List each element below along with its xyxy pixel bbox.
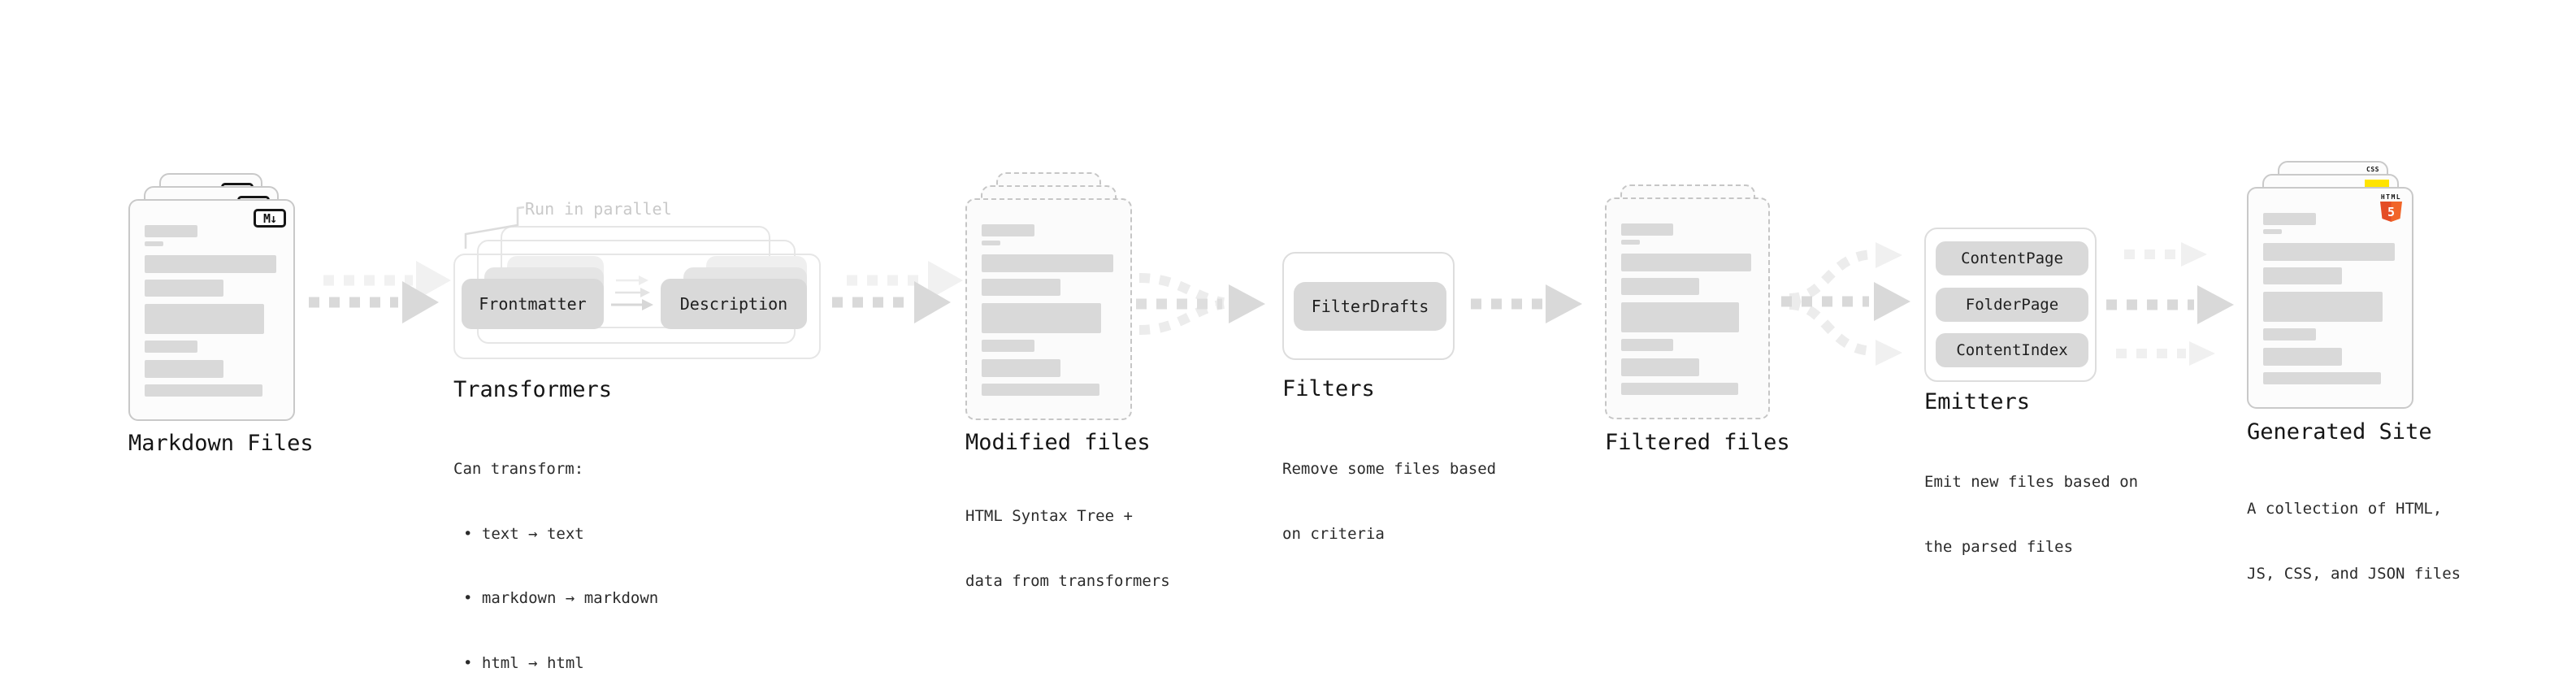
text-line-bar [1621,302,1740,332]
filter-node-filterdrafts: FilterDrafts [1294,282,1446,331]
text-line-bar [1621,240,1641,245]
emitters-label: Emitters [1924,389,2031,414]
caption-line: Emit new files based on [1924,473,2139,491]
caption-bullet: • markdown → markdown [463,589,659,607]
document-text-placeholder [145,201,280,419]
modified-files-caption: HTML Syntax Tree + data from transformer… [965,462,1170,635]
document-text-placeholder [1621,199,1755,418]
document-text-placeholder [982,200,1117,419]
text-line-bar [145,360,223,378]
text-line-bar [982,279,1060,296]
filtered-files-label: Filtered files [1605,430,1790,455]
text-line-bar [982,303,1101,333]
arrow-filtered-to-emitters [1781,242,1910,366]
generated-file-card-front: HTML 5 [2247,187,2413,409]
text-line-bar [145,304,264,334]
caption-bullet: • html → html [463,653,584,672]
text-line-bar [982,384,1100,396]
text-line-bar [1621,358,1699,376]
html5-icon: HTML 5 [2380,193,2402,222]
markdown-files-label: Markdown Files [128,431,314,456]
filtered-file-card-front [1605,197,1770,419]
generated-site-label: Generated Site [2247,419,2432,445]
text-line-bar [2263,372,2382,384]
text-line-bar [145,241,164,246]
caption-line: on criteria [1282,524,1385,543]
modified-files-label: Modified files [965,430,1151,455]
emitters-caption: Emit new files based on the parsed files [1924,428,2138,601]
text-line-bar [2263,292,2383,322]
document-text-placeholder [2263,189,2399,407]
caption-line: Can transform: [453,460,584,478]
text-line-bar [145,340,198,353]
text-line-bar [982,241,1001,245]
text-line-bar [2263,328,2317,340]
text-line-bar [2263,348,2342,366]
filters-caption: Remove some files based on criteria [1282,415,1496,588]
text-line-bar [982,359,1060,377]
markdown-file-card-front: M↓ [128,199,295,421]
markdown-icon: M↓ [254,209,286,228]
emitter-node-contentpage: ContentPage [1936,241,2088,275]
transformer-node-frontmatter: Frontmatter [462,279,604,329]
text-line-bar [1621,278,1699,295]
modified-file-card-front [965,198,1132,420]
text-line-bar [145,280,223,297]
text-line-bar [2263,229,2283,234]
caption-line: JS, CSS, and JSON files [2247,564,2461,583]
caption-line: HTML Syntax Tree + [965,507,1133,525]
caption-line: A collection of HTML, [2247,500,2443,518]
filters-panel: FilterDrafts [1282,252,1455,360]
text-line-bar [145,255,276,273]
emitter-node-contentindex: ContentIndex [1936,333,2088,367]
caption-line: Remove some files based [1282,460,1497,478]
transformer-node-description: Description [661,279,807,329]
filters-label: Filters [1282,376,1375,401]
text-line-bar [982,254,1113,272]
arrow-markdown-to-transformers [309,261,451,323]
text-line-bar [982,224,1035,236]
emitters-panel: ContentPage FolderPage ContentIndex [1924,228,2097,382]
caption-line: the parsed files [1924,537,2074,556]
css-icon-word: CSS [2366,166,2379,173]
caption-line: data from transformers [965,571,1170,590]
arrow-transformers-to-modified [832,261,963,323]
arrow-modified-to-filters [1136,273,1265,335]
html5-icon-word: HTML [2380,193,2402,201]
text-line-bar [1621,383,1738,395]
generated-site-caption: A collection of HTML, JS, CSS, and JSON … [2247,455,2461,627]
transformers-label: Transformers [453,377,613,402]
run-in-parallel-annotation: Run in parallel [525,199,672,219]
arrow-filters-to-filtered [1471,284,1582,323]
transformer-frame-front [453,254,821,359]
text-line-bar [145,384,263,397]
text-line-bar [1621,223,1674,236]
text-line-bar [2263,213,2317,225]
transformers-caption: Can transform: • text → text • markdown … [453,415,658,681]
text-line-bar [145,225,198,237]
arrow-emitters-to-generated [2106,242,2234,366]
html5-icon-shield: 5 [2380,202,2402,222]
caption-bullet: • text → text [463,524,584,543]
text-line-bar [982,340,1035,352]
text-line-bar [2263,267,2342,284]
text-line-bar [2263,243,2395,261]
text-line-bar [1621,254,1752,271]
text-line-bar [1621,339,1674,351]
emitter-node-folderpage: FolderPage [1936,288,2088,322]
